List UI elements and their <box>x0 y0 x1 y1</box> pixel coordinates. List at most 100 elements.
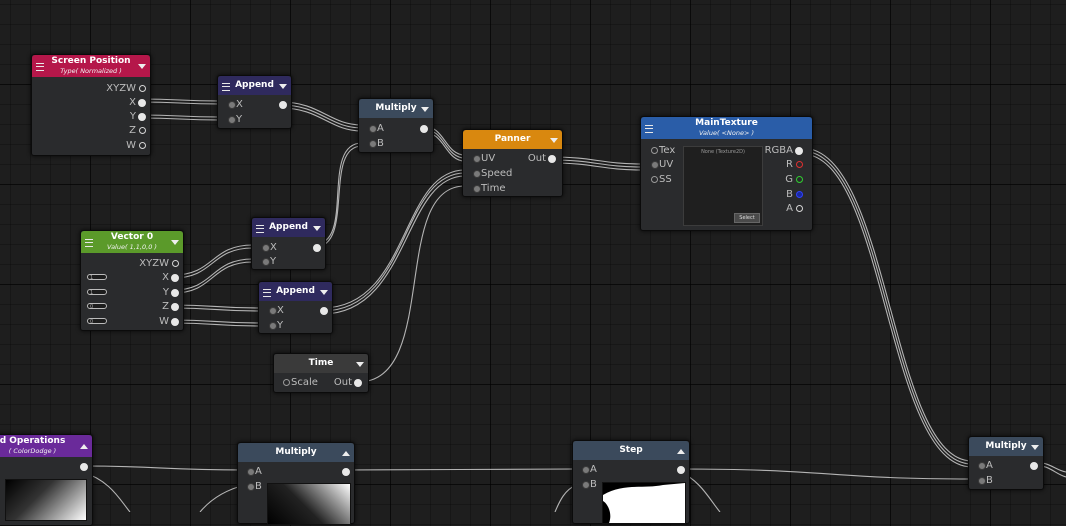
input-time[interactable]: Time <box>473 182 505 196</box>
node-header[interactable]: Panner <box>463 130 562 149</box>
node-vector-0[interactable]: Vector 0 Value( 1,1,0,0 ) XYZW X Y Z W 1… <box>80 230 184 331</box>
output-port-icon[interactable] <box>342 468 350 476</box>
node-append-2[interactable]: Append X Y <box>251 217 326 270</box>
value-field-z[interactable]: 0 <box>87 303 107 310</box>
port-icon[interactable] <box>228 101 236 109</box>
value-field-w[interactable]: 0 <box>87 318 107 325</box>
node-header[interactable]: Multiply <box>969 437 1043 456</box>
node-multiply-3[interactable]: Multiply A B <box>968 436 1044 490</box>
port-icon[interactable] <box>269 322 277 330</box>
menu-icon[interactable] <box>645 125 653 133</box>
menu-icon[interactable] <box>222 82 230 91</box>
port-icon[interactable] <box>796 191 803 198</box>
menu-icon[interactable] <box>85 239 93 247</box>
menu-icon[interactable] <box>263 288 271 297</box>
node-append-1[interactable]: Append X Y <box>217 75 292 129</box>
input-a[interactable]: A <box>247 465 262 479</box>
input-x[interactable]: X <box>228 98 243 112</box>
output-port-icon[interactable] <box>677 466 685 474</box>
port-icon[interactable] <box>582 481 590 489</box>
input-y[interactable]: Y <box>228 113 242 127</box>
input-a[interactable]: A <box>978 459 993 473</box>
input-b[interactable]: B <box>369 137 384 151</box>
port-icon[interactable] <box>171 289 179 297</box>
input-x[interactable]: X <box>262 241 277 255</box>
output-port-icon[interactable] <box>313 244 321 252</box>
output-x[interactable]: X <box>129 96 146 110</box>
port-icon[interactable] <box>796 205 803 212</box>
input-b[interactable]: B <box>978 474 993 488</box>
port-icon[interactable] <box>582 466 590 474</box>
chevron-down-icon[interactable] <box>279 83 287 89</box>
port-icon[interactable] <box>138 99 146 107</box>
node-multiply-1[interactable]: Multiply A B <box>358 98 434 153</box>
chevron-down-icon[interactable] <box>550 137 558 143</box>
port-icon[interactable] <box>262 244 270 252</box>
port-icon[interactable] <box>795 147 803 155</box>
texture-slot[interactable]: None (Texture2D) Select <box>683 146 763 226</box>
output-xyzw[interactable]: XYZW <box>106 82 146 96</box>
output-port-icon[interactable] <box>1030 462 1038 470</box>
port-icon[interactable] <box>354 379 362 387</box>
node-header[interactable]: MainTexture Value( <None> ) <box>641 117 812 139</box>
node-time[interactable]: Time Scale Out <box>273 353 369 393</box>
value-field-y[interactable]: 1 <box>87 289 107 296</box>
port-icon[interactable] <box>473 185 481 193</box>
port-icon[interactable] <box>369 125 377 133</box>
port-icon[interactable] <box>247 468 255 476</box>
port-icon[interactable] <box>548 155 556 163</box>
menu-icon[interactable] <box>36 63 44 71</box>
port-icon[interactable] <box>171 318 179 326</box>
node-header[interactable]: Append <box>259 282 332 301</box>
node-header[interactable]: Multiply <box>359 99 433 118</box>
node-screen-position[interactable]: Screen Position Type( Normalized ) XYZW … <box>31 54 151 156</box>
output-xyzw[interactable]: XYZW <box>139 257 179 271</box>
output-r[interactable]: R <box>786 158 803 172</box>
node-header[interactable]: d Operations ( ColorDodge ) <box>0 435 92 457</box>
port-icon[interactable] <box>262 258 270 266</box>
chevron-down-icon[interactable] <box>171 240 179 245</box>
node-header[interactable]: Multiply <box>238 443 354 462</box>
input-b[interactable]: B <box>582 478 597 492</box>
output-port-icon[interactable] <box>420 125 428 133</box>
output-out[interactable]: Out <box>528 152 556 166</box>
output-y[interactable]: Y <box>163 286 179 300</box>
node-header[interactable]: Append <box>218 76 291 95</box>
chevron-up-icon[interactable] <box>342 450 350 456</box>
port-icon[interactable] <box>139 127 146 134</box>
port-icon[interactable] <box>978 462 986 470</box>
input-y[interactable]: Y <box>269 319 283 333</box>
chevron-down-icon[interactable] <box>138 64 146 69</box>
value-field-x[interactable]: 1 <box>87 274 107 281</box>
chevron-up-icon[interactable] <box>80 444 88 449</box>
port-icon[interactable] <box>228 116 236 124</box>
port-icon[interactable] <box>139 142 146 149</box>
port-icon[interactable] <box>283 379 290 386</box>
node-header[interactable]: Vector 0 Value( 1,1,0,0 ) <box>81 231 183 253</box>
input-y[interactable]: Y <box>262 255 276 269</box>
input-ss[interactable]: SS <box>651 173 672 187</box>
node-main-texture[interactable]: MainTexture Value( <None> ) Tex UV SS No… <box>640 116 813 231</box>
output-w[interactable]: W <box>126 139 146 153</box>
output-rgba[interactable]: RGBA <box>765 144 803 158</box>
port-icon[interactable] <box>171 274 179 282</box>
output-b[interactable]: B <box>786 188 803 202</box>
node-panner[interactable]: Panner UV Speed Time Out <box>462 129 563 197</box>
output-g[interactable]: G <box>785 173 803 187</box>
input-b[interactable]: B <box>247 480 262 494</box>
node-append-3[interactable]: Append X Y <box>258 281 333 334</box>
output-port-icon[interactable] <box>320 307 328 315</box>
input-a[interactable]: A <box>582 463 597 477</box>
node-blend-operations[interactable]: d Operations ( ColorDodge ) <box>0 434 93 526</box>
input-a[interactable]: A <box>369 122 384 136</box>
input-tex[interactable]: Tex <box>651 144 675 158</box>
port-icon[interactable] <box>796 161 803 168</box>
port-icon[interactable] <box>172 260 179 267</box>
output-port-icon[interactable] <box>80 463 88 471</box>
chevron-up-icon[interactable] <box>677 448 685 454</box>
menu-icon[interactable] <box>256 224 264 233</box>
chevron-down-icon[interactable] <box>313 225 321 231</box>
port-icon[interactable] <box>247 483 255 491</box>
output-out[interactable]: Out <box>334 376 362 390</box>
port-icon[interactable] <box>269 307 277 315</box>
